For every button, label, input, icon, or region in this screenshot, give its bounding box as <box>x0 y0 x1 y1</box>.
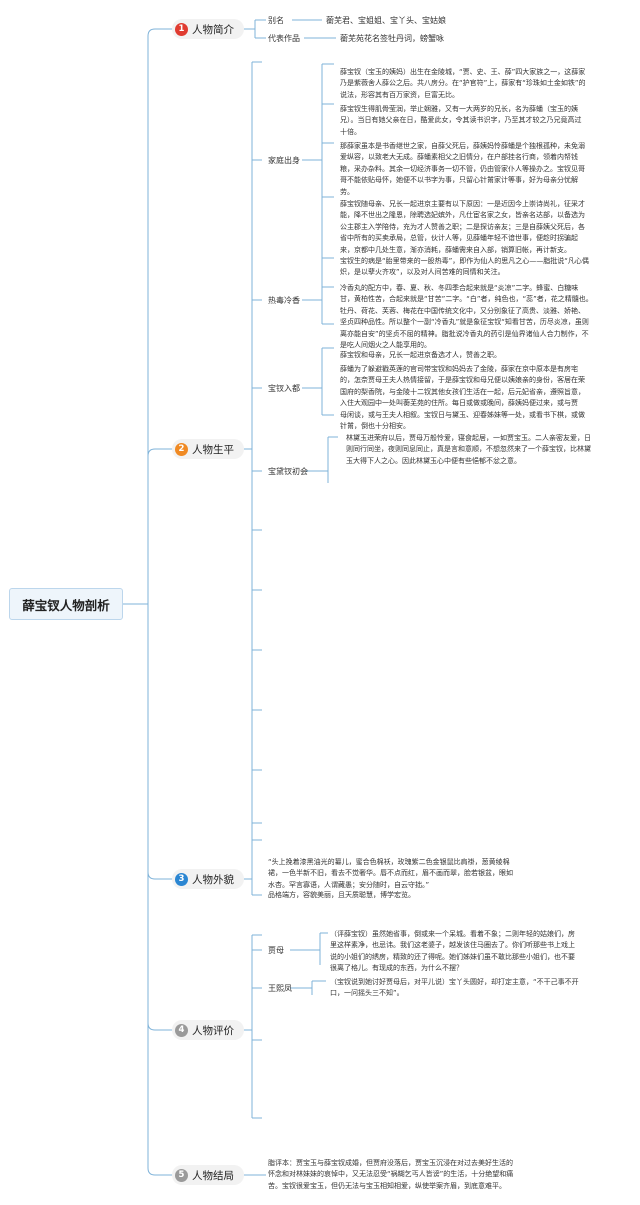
wang-label: 王熙凤 <box>268 984 292 993</box>
number-badge-4: 4 <box>175 1023 188 1037</box>
ending-text: 脂评本：贾宝玉与薛宝钗成婚，但贾府没落后，贾宝玉沉浸在对过去美好生活的 怀念和对… <box>268 1159 514 1190</box>
wang-text: （宝钗说到她讨好贾母后，对平儿说）宝丫头圆好，却打定主意，“不干己事不开 口，一… <box>330 978 579 998</box>
topic-evaluation[interactable]: 4 人物评价 <box>172 1020 244 1040</box>
connector-family <box>302 63 334 288</box>
poison-para-2: 冷香丸的配方中，春、夏、秋、冬四季合起来就是“炎凉”二字。蜂蜜、白糖味 甘，黄柏… <box>340 284 593 350</box>
connector-evaluation <box>244 934 262 1119</box>
number-badge-3: 3 <box>175 872 188 886</box>
poison-para-1: 宝钗生的病是“胎里带来的一股热毒”，即作为仙人的思凡之心——脂批说“凡心偶 炽，… <box>340 257 589 277</box>
number-badge-2: 2 <box>175 442 188 456</box>
topic-appearance-label: 人物外貌 <box>192 873 234 886</box>
topic-intro[interactable]: 1 人物简介 <box>172 19 244 39</box>
family-para-2: 薛宝钗生得肌骨莹润，举止娴雅，又有一大两岁的兄长，名为薛蟠（宝玉的姨 兄）。当日… <box>340 105 582 136</box>
jiamu-label: 贾母 <box>268 946 284 955</box>
connector-intro-values <box>292 19 336 39</box>
topic-ending-label: 人物结局 <box>192 1169 234 1182</box>
connector-appearance <box>244 822 262 896</box>
connector-root-evaluation <box>147 604 172 1031</box>
topic-life[interactable]: 2 人物生平 <box>172 439 244 459</box>
jiafu-para-1: 薛宝钗和母亲，兄长一起进京备选才人，赞善之职。 <box>340 351 501 359</box>
connector-poison <box>302 257 334 325</box>
jiamu-text: （评薛宝钗）虽然她省事，倒或来一个呆城。看着不象；二则年轻的姑娘们，房 里这样素… <box>330 930 575 973</box>
alias-label: 别名 <box>268 16 284 25</box>
daiyu-para-1: 林黛玉进荣府以后，贾母万般怜爱，寝食起居，一如贾宝玉。二人亲密友爱，日 则同行同… <box>346 434 591 465</box>
family-label: 家庭出身 <box>268 156 300 165</box>
connector-life-spine <box>244 62 253 840</box>
works-label: 代表作品 <box>268 34 300 43</box>
daiyu-label: 宝黛钗初会 <box>268 467 308 476</box>
poison-label: 热毒冷香 <box>268 296 300 305</box>
number-badge-1: 1 <box>175 22 188 36</box>
jiafu-para-2: 薛蟠为了躲避戳英莲的官司带宝钗和妈妈去了金陵，薛家在京中原本是有房宅 的，怎奈贾… <box>340 365 585 431</box>
connector-root-intro <box>123 28 172 605</box>
appearance-quote: “头上挽着漆黑油光的纂儿，蜜合色棉袄，玫瑰紫二色金银鼠比肩褂，葱黄绫棉 裙，一色… <box>268 858 513 889</box>
family-para-4: 薛宝钗随母亲、兄长一起进京主要有以下原因：一是近因今上崇诗尚礼，征采才 能，降不… <box>340 200 585 254</box>
connector-life-stubs <box>252 61 262 841</box>
connector-daiyu <box>306 436 338 483</box>
topic-life-label: 人物生平 <box>192 443 234 456</box>
topic-evaluation-label: 人物评价 <box>192 1024 234 1037</box>
topic-ending[interactable]: 5 人物结局 <box>172 1165 244 1185</box>
alias-value: 蘅芜君、宝姐姐、宝丫头、宝姑娘 <box>326 16 446 25</box>
family-para-3: 那薛家虽本是书香继世之家，自薛父死后，薛姨妈怜薛蟠是个独根孤种，未免溺 爱纵容，… <box>340 142 585 196</box>
family-para-1: 薛宝钗（宝玉的姨妈）出生在金陵城，“贾、史、王、薛”四大家族之一，这薛家 乃是紫… <box>340 68 586 99</box>
connector-root-ending <box>147 604 172 1176</box>
connector-root-appearance <box>147 604 172 880</box>
connector-intro <box>244 19 266 39</box>
connector-evaluation-values <box>290 932 328 995</box>
topic-appearance[interactable]: 3 人物外貌 <box>172 869 244 889</box>
appearance-summary: 品格端方，容貌美丽，且天质聪慧，博学宏览。 <box>268 891 415 899</box>
connector-jiafu <box>302 347 334 416</box>
connector-root-life <box>147 448 172 604</box>
topic-intro-label: 人物简介 <box>192 23 234 36</box>
works-value: 蘅芜苑花名签牡丹词，螃蟹咏 <box>340 34 444 43</box>
root-topic[interactable]: 薛宝钗人物剖析 <box>9 588 123 620</box>
number-badge-5: 5 <box>175 1168 188 1182</box>
jiafu-label: 宝钗入都 <box>268 384 300 393</box>
